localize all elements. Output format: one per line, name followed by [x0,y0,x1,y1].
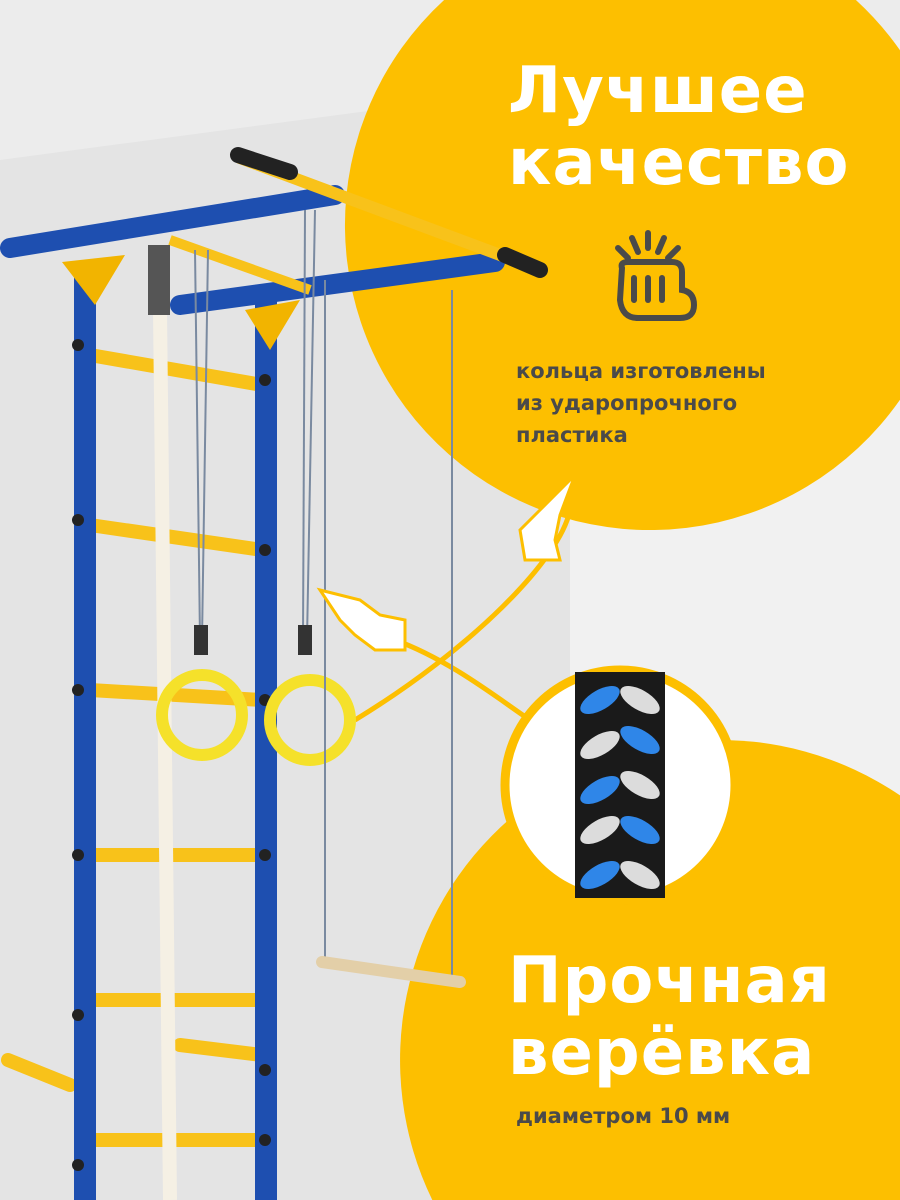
gymnastic-rings [156,209,356,766]
climbing-rope [153,309,177,1200]
bottom-title: Прочная верёвка [508,945,831,1089]
wall-bars [0,147,548,1200]
trapeze [316,280,466,988]
title-line: Прочная [508,944,831,1018]
title-line: Лучшее [508,54,808,128]
title-line: качество [508,126,850,200]
title-line: верёвка [508,1016,816,1090]
fist-icon [615,230,698,321]
top-description: кольца изготовлены из ударопрочного плас… [516,355,766,451]
desc-line: кольца изготовлены [516,359,766,383]
pointing-hand-icon [316,473,577,652]
top-title: Лучшее качество [508,55,849,199]
desc-line: из ударопрочного [516,391,738,415]
rope-closeup [500,665,740,905]
rope-clamp [148,245,170,315]
bottom-description: диаметром 10 мм [516,1104,731,1128]
pointer-curve [353,509,573,723]
desc-line: пластика [516,423,628,447]
pointer-curve [394,637,532,723]
